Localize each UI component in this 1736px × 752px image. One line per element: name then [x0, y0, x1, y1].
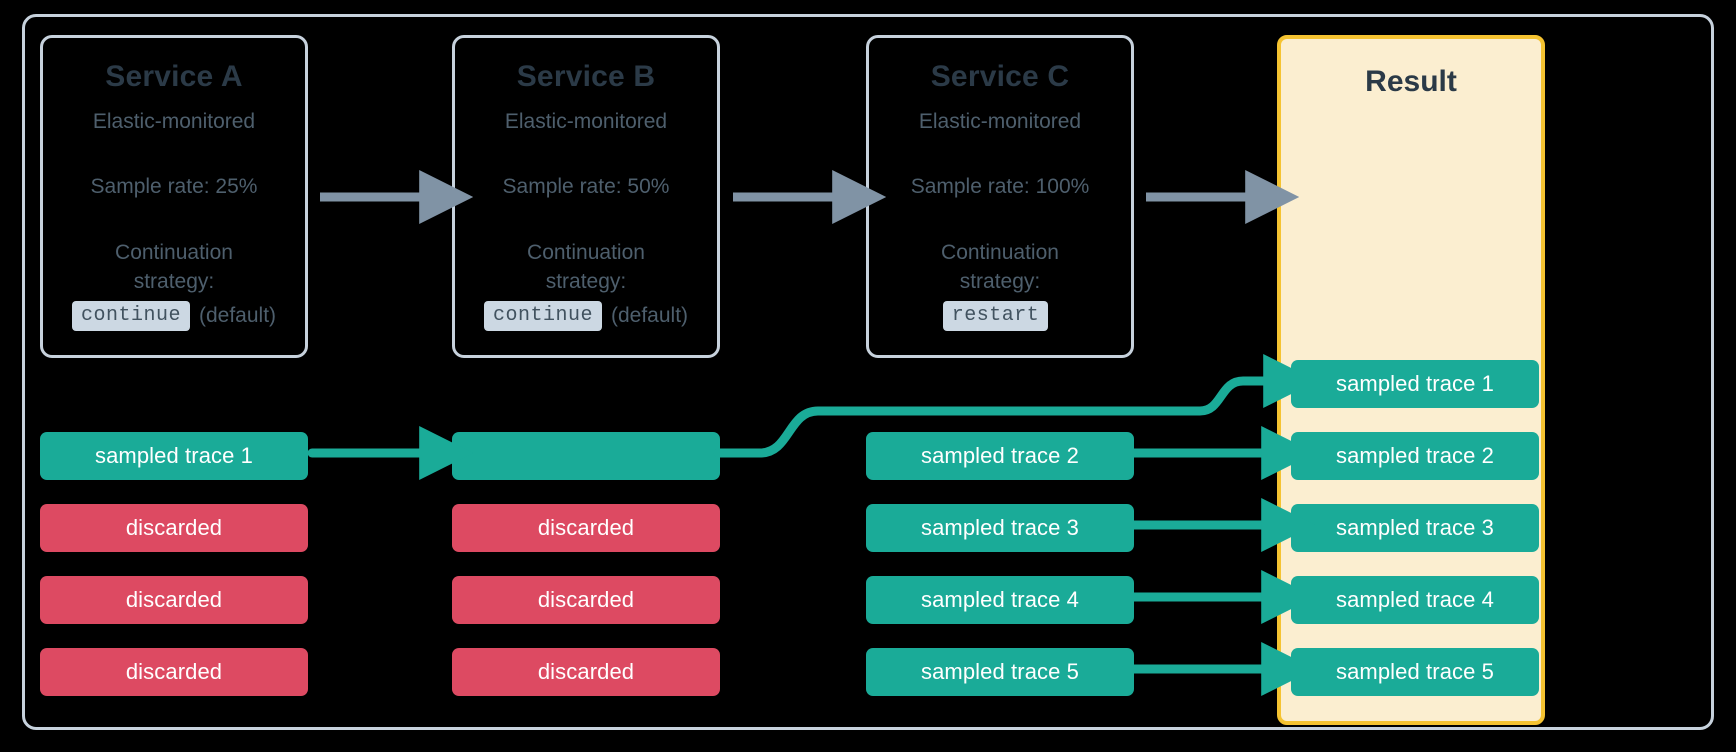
service-box-b: Service B Elastic-monitored Sample rate:…	[452, 35, 720, 358]
service-a-sample-rate: Sample rate: 25%	[90, 175, 258, 199]
trace-pill-c-2: sampled trace 3	[866, 504, 1134, 552]
result-pill-1: sampled trace 1	[1291, 360, 1539, 408]
service-b-strategy-label: Continuation strategy:	[527, 239, 645, 297]
trace-pill-a-2: discarded	[40, 504, 308, 552]
service-c-sample-rate: Sample rate: 100%	[910, 175, 1090, 199]
service-b-strategy-code: continue	[483, 301, 602, 332]
result-pill-3: sampled trace 3	[1291, 504, 1539, 552]
service-a-strategy-note: (default)	[198, 304, 277, 328]
service-c-strategy-code: restart	[942, 301, 1049, 332]
service-c-strategy-line2: strategy:	[959, 270, 1041, 294]
trace-pill-c-3: sampled trace 4	[866, 576, 1134, 624]
trace-pill-a-4: discarded	[40, 648, 308, 696]
trace-pill-c-4: sampled trace 5	[866, 648, 1134, 696]
service-b-subtitle: Elastic-monitored	[504, 110, 668, 133]
service-c-strategy-label: Continuation strategy:	[941, 239, 1059, 297]
result-pill-4: sampled trace 4	[1291, 576, 1539, 624]
trace-pill-a-1: sampled trace 1	[40, 432, 308, 480]
service-a-strategy-label: Continuation strategy:	[115, 239, 233, 297]
service-a-title: Service A	[105, 60, 243, 93]
service-a-subtitle: Elastic-monitored	[92, 110, 256, 133]
service-b-title: Service B	[516, 60, 656, 93]
service-b-strategy-line2: strategy:	[545, 270, 627, 294]
service-b-strategy-note: (default)	[610, 304, 689, 328]
trace-pill-c-1: sampled trace 2	[866, 432, 1134, 480]
service-b-strategy-row: continue (default)	[483, 301, 689, 332]
service-a-strategy-line2: strategy:	[133, 270, 215, 294]
service-a-strategy-row: continue (default)	[71, 301, 277, 332]
service-a-strategy-code: continue	[71, 301, 190, 332]
service-c-title: Service C	[930, 60, 1070, 93]
service-c-subtitle: Elastic-monitored	[918, 110, 1082, 133]
service-c-strategy-row: restart	[942, 301, 1058, 332]
trace-pill-b-3: discarded	[452, 576, 720, 624]
trace-pill-b-4: discarded	[452, 648, 720, 696]
service-box-a: Service A Elastic-monitored Sample rate:…	[40, 35, 308, 358]
result-pill-5: sampled trace 5	[1291, 648, 1539, 696]
service-b-sample-rate: Sample rate: 50%	[502, 175, 670, 199]
trace-pill-a-3: discarded	[40, 576, 308, 624]
result-title: Result	[1365, 65, 1457, 98]
diagram-canvas: Service A Elastic-monitored Sample rate:…	[22, 14, 1714, 730]
service-a-strategy-line1: Continuation	[115, 241, 233, 265]
result-pill-2: sampled trace 2	[1291, 432, 1539, 480]
trace-pill-b-1	[452, 432, 720, 480]
service-box-c: Service C Elastic-monitored Sample rate:…	[866, 35, 1134, 358]
service-c-strategy-line1: Continuation	[941, 241, 1059, 265]
service-b-strategy-line1: Continuation	[527, 241, 645, 265]
trace-pill-b-2: discarded	[452, 504, 720, 552]
